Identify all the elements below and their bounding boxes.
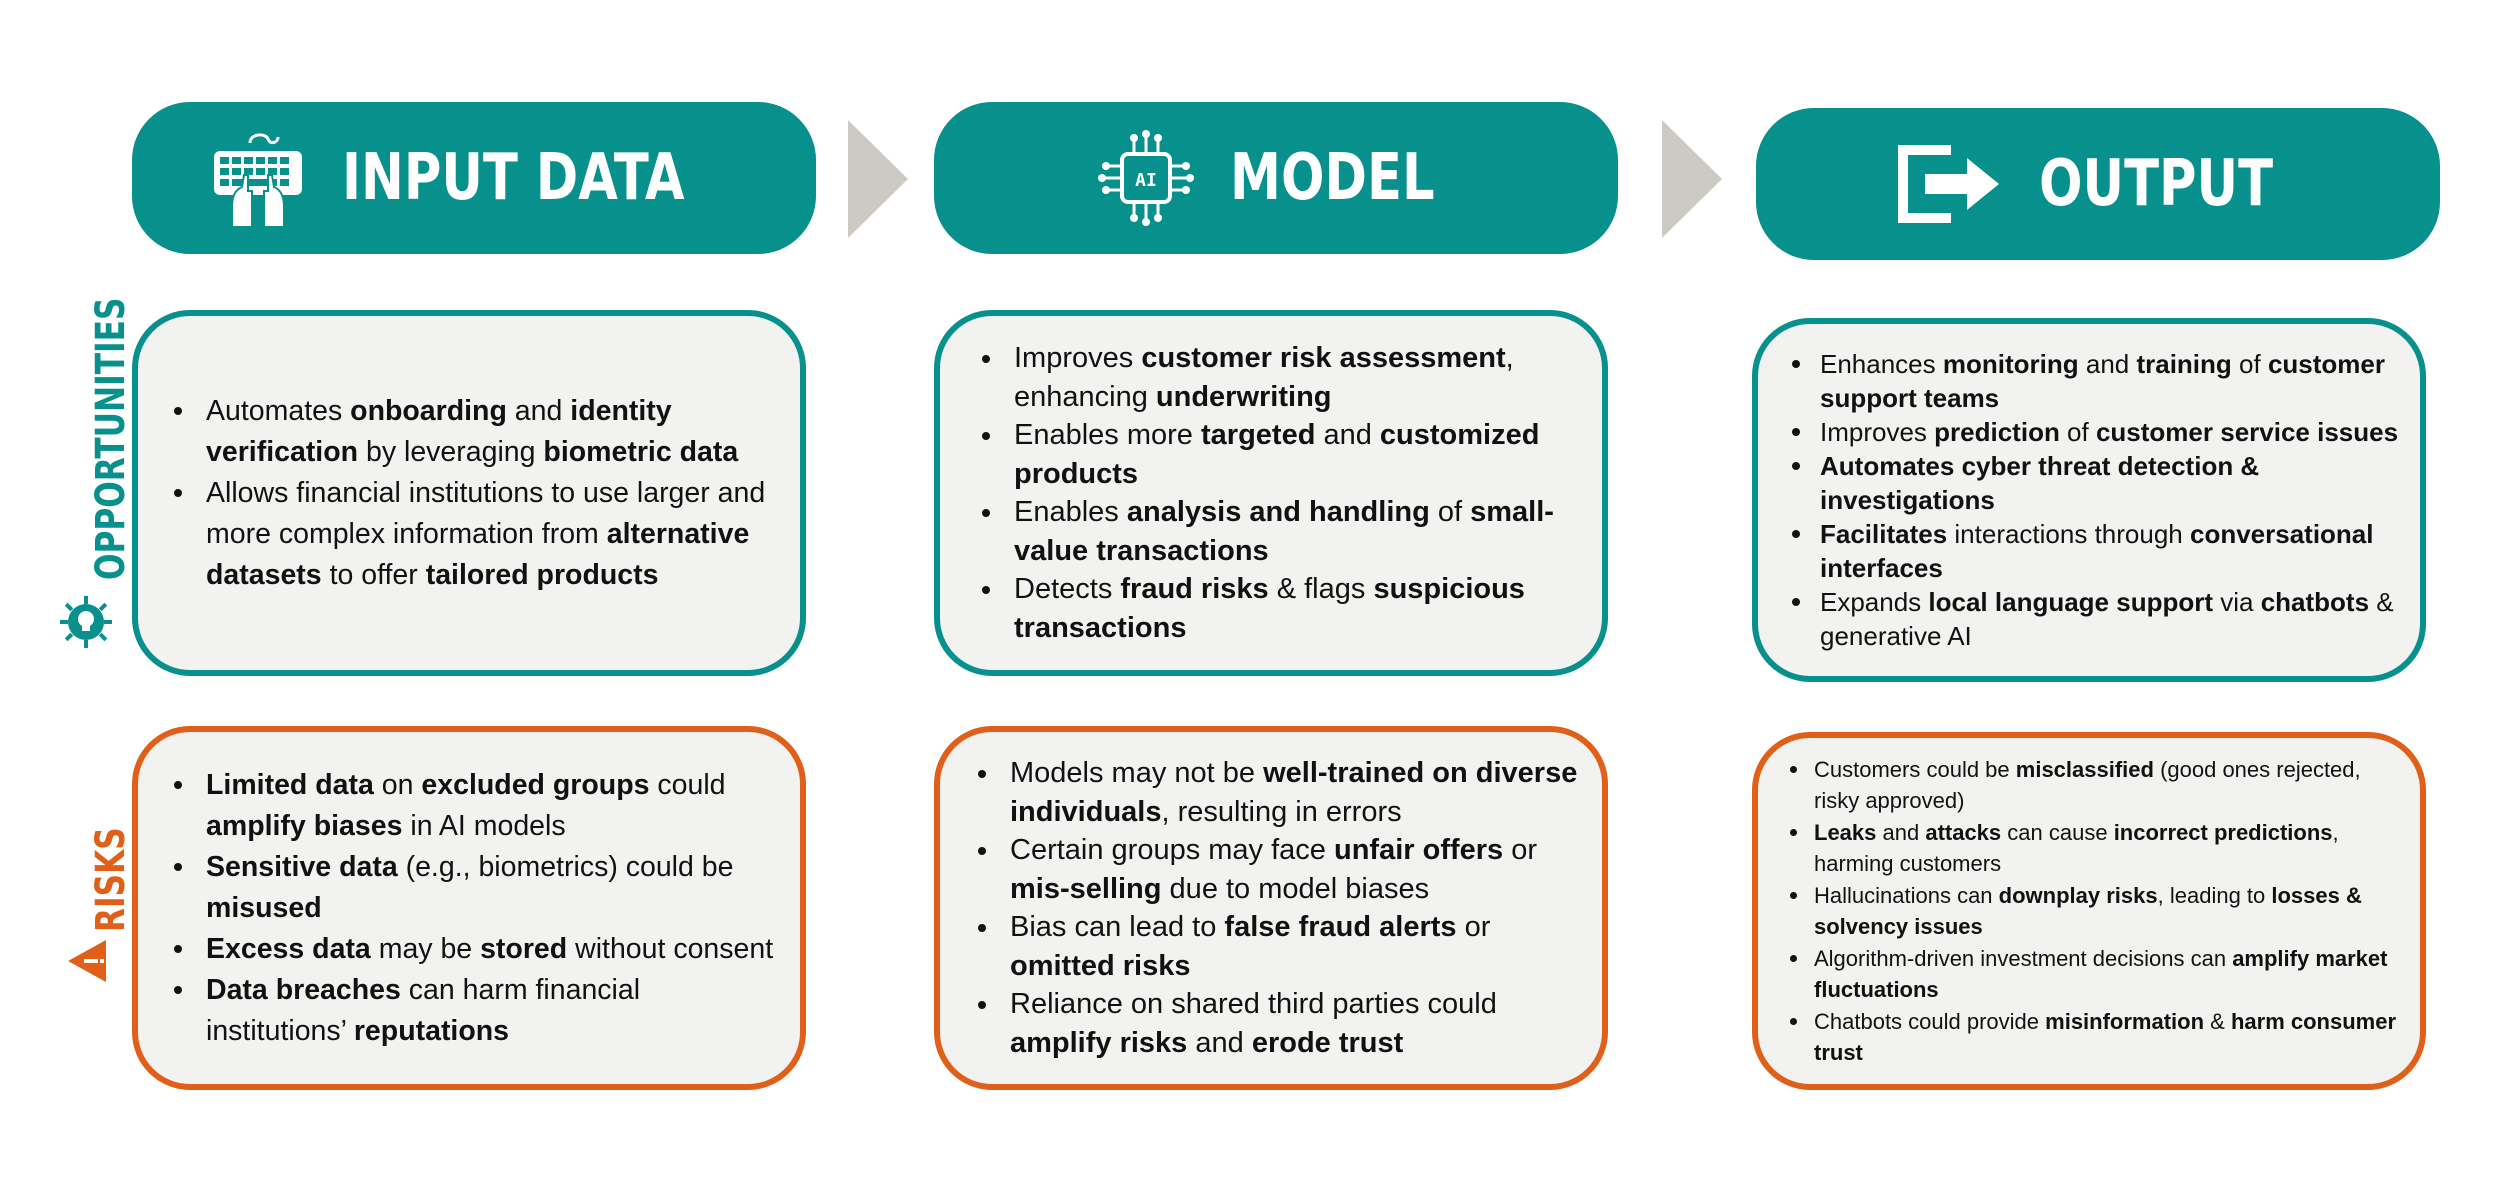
- keyboard-hands-icon: [208, 129, 308, 227]
- bullet-item: Detects fraud risks & flags suspicious t…: [982, 570, 1582, 647]
- bullet-item: Limited data on excluded groups could am…: [174, 765, 780, 847]
- bullet-item: Enhances monitoring and training of cust…: [1792, 347, 2400, 415]
- risk-box-output: Customers could be misclassified (good o…: [1752, 732, 2426, 1090]
- bullet-item: Data breaches can harm financial institu…: [174, 970, 780, 1052]
- opportunity-box-model: Improves customer risk assessment, enhan…: [934, 310, 1608, 676]
- opportunity-list: Enhances monitoring and training of cust…: [1758, 347, 2420, 653]
- bullet-item: Allows financial institutions to use lar…: [174, 473, 780, 596]
- opportunities-row-label: OPPORTUNITIES: [88, 297, 134, 580]
- bullet-item: Facilitates interactions through convers…: [1792, 517, 2400, 585]
- opportunity-list: Improves customer risk assessment, enhan…: [940, 339, 1602, 647]
- opportunity-list: Automates onboarding and identity verifi…: [138, 391, 800, 596]
- bullet-item: Sensitive data (e.g., biometrics) could …: [174, 847, 780, 929]
- bullet-item: Enables analysis and handling of small-v…: [982, 493, 1582, 570]
- bullet-item: Leaks and attacks can cause incorrect pr…: [1790, 817, 2400, 880]
- header-title: OUTPUT: [2038, 147, 2273, 221]
- bullet-item: Improves customer risk assessment, enhan…: [982, 339, 1582, 416]
- risk-list: Customers could be misclassified (good o…: [1758, 754, 2420, 1069]
- risks-row-label: RISKS: [88, 827, 134, 932]
- risk-list: Limited data on excluded groups could am…: [138, 765, 800, 1052]
- bullet-item: Bias can lead to false fraud alerts or o…: [978, 908, 1582, 985]
- header-output: OUTPUT: [1756, 108, 2440, 260]
- header-model: AI MODEL: [934, 102, 1618, 254]
- ai-chip-icon: AI: [1096, 128, 1196, 228]
- opportunity-box-output: Enhances monitoring and training of cust…: [1752, 318, 2426, 682]
- bullet-item: Improves prediction of customer service …: [1792, 417, 2399, 447]
- svg-text:AI: AI: [1135, 170, 1157, 191]
- bullet-item: Customers could be misclassified (good o…: [1790, 754, 2400, 817]
- bullet-item: Certain groups may face unfair offers or…: [978, 831, 1582, 908]
- header-title: MODEL: [1230, 141, 1435, 215]
- flow-arrow-2: [1662, 120, 1722, 238]
- bullet-item: Hallucinations can downplay risks, leadi…: [1790, 880, 2400, 943]
- risk-list: Models may not be well-trained on divers…: [940, 754, 1602, 1062]
- bullet-item: Automates cyber threat detection & inves…: [1792, 449, 2400, 517]
- header-title: INPUT DATA: [341, 141, 685, 215]
- lightbulb-gear-icon: [60, 596, 112, 648]
- bullet-item: Chatbots could provide misinformation & …: [1790, 1006, 2400, 1069]
- header-input-data: INPUT DATA: [132, 102, 816, 254]
- bullet-item: Algorithm-driven investment decisions ca…: [1790, 943, 2400, 1006]
- bullet-item: Reliance on shared third parties could a…: [978, 985, 1582, 1062]
- risk-box-model: Models may not be well-trained on divers…: [934, 726, 1608, 1090]
- risk-box-input-data: Limited data on excluded groups could am…: [132, 726, 806, 1090]
- bullet-item: Expands local language support via chatb…: [1792, 585, 2400, 653]
- bullet-item: Excess data may be stored without consen…: [174, 929, 780, 970]
- bullet-item: Automates onboarding and identity verifi…: [174, 391, 780, 473]
- bullet-item: Models may not be well-trained on divers…: [978, 754, 1582, 831]
- exit-arrow-icon: [1895, 144, 2005, 224]
- bullet-item: Enables more targeted and customized pro…: [982, 416, 1582, 493]
- flow-arrow-1: [848, 120, 908, 238]
- warning-icon: [68, 940, 106, 982]
- opportunity-box-input-data: Automates onboarding and identity verifi…: [132, 310, 806, 676]
